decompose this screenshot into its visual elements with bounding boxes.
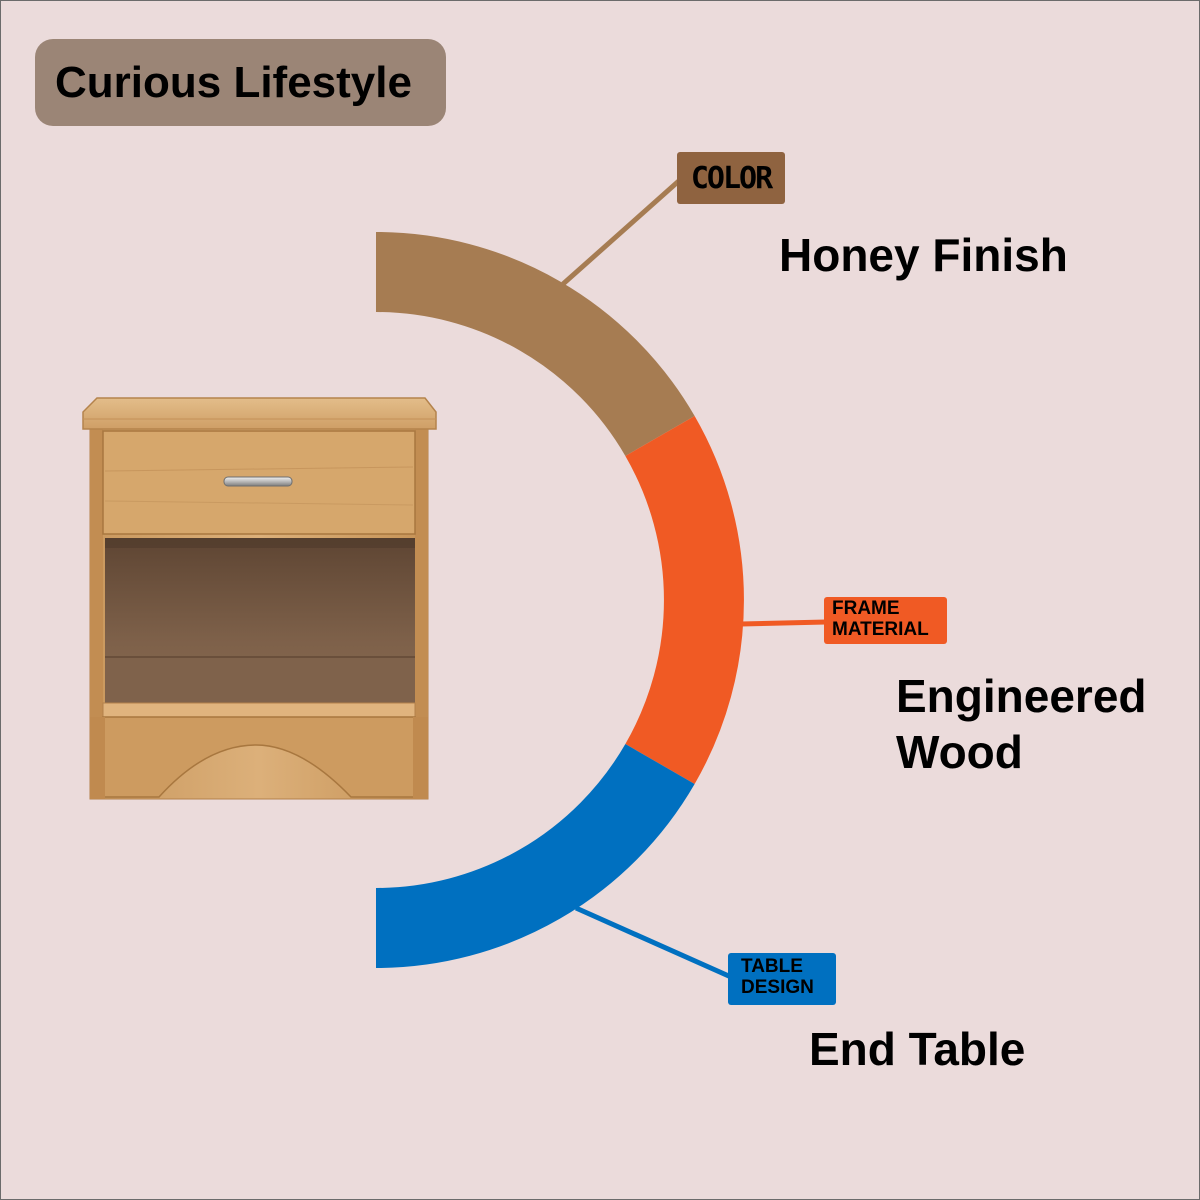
frame-material-value-line-2: Wood — [896, 726, 1023, 778]
table-design-value: End Table — [809, 1023, 1026, 1075]
ring-segment-table-design — [375, 743, 695, 968]
nightstand-image — [82, 397, 437, 800]
frame-material-tag: FRAME MATERIAL — [824, 597, 947, 644]
table-design-tag: TABLE DESIGN — [728, 953, 836, 1005]
frame-material-value-line-1: Engineered — [896, 670, 1147, 722]
ring-segment-color — [375, 232, 695, 457]
frame-material-tag-line-1: FRAME — [832, 598, 900, 619]
ring-segment-frame-material — [625, 416, 744, 784]
color-tag: COLOR — [677, 152, 785, 204]
table-design-tag-line-2: DESIGN — [741, 976, 814, 998]
table-design-tag-line-1: TABLE — [741, 956, 803, 977]
design-connector-line — [574, 905, 733, 980]
frame-material-tag-line-2: MATERIAL — [832, 618, 929, 640]
frame-material-value: Engineered Wood — [896, 668, 1186, 780]
color-value: Honey Finish — [779, 229, 1068, 281]
frame-connector-line — [740, 619, 827, 627]
color-connector-line — [561, 177, 683, 286]
brand-badge: Curious Lifestyle — [35, 39, 446, 126]
